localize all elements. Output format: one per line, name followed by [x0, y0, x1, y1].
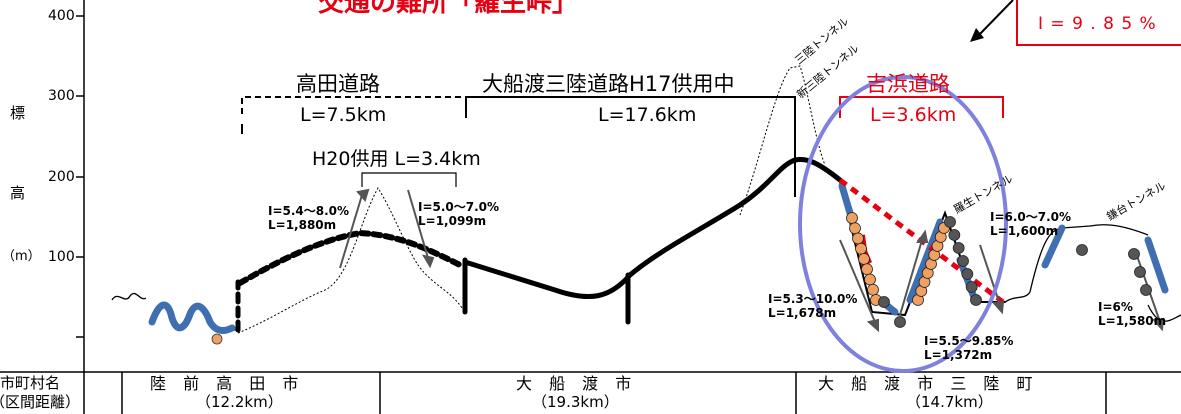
yoshihama-road-length: L=3.6km — [870, 104, 957, 126]
gray-bead — [878, 296, 890, 308]
section-name-rikuzentakata: 陸 前 高 田 市 — [150, 374, 305, 393]
grade-label-4: I=6.0～7.0% L=1,600m — [990, 210, 1072, 238]
takata-road-name: 高田道路 — [296, 72, 380, 96]
bottom-table-lines — [0, 371, 1181, 414]
focus-ellipse — [798, 75, 1008, 373]
orange-bead — [855, 242, 867, 255]
section-km-ofunato: （19.3km） — [532, 393, 619, 411]
grade-label-2: I=5.0～7.0% L=1,099m — [418, 200, 500, 228]
main-route — [235, 99, 843, 333]
terrain-line — [111, 224, 1181, 331]
h20-section-label: H20供用 L=3.4km — [312, 148, 481, 170]
gray-bead — [948, 229, 961, 241]
grade-label-6: I=6% L=1,580m — [1098, 300, 1167, 328]
grade-label-5: I=5.5～9.85% L=1,372m — [924, 334, 1014, 362]
ofunato-road-name: 大船渡三陸道路H17供用中 — [482, 72, 735, 96]
section-km-rikuzentakata: （12.2km） — [196, 393, 283, 411]
ofunato-road-length: L=17.6km — [598, 104, 697, 126]
callout-grade: I = 9 . 8 5 % — [1038, 14, 1157, 34]
section-name-ofunato: 大 船 渡 市 — [516, 374, 638, 393]
gray-bead — [1134, 266, 1146, 278]
yoshihama-road-name: 吉浜道路 — [866, 72, 950, 96]
y-axis-label-mid: 高 — [10, 184, 26, 202]
bead-markers — [846, 212, 1152, 328]
y-tick-400: 400 — [48, 8, 75, 24]
blue-wave-segment — [148, 301, 236, 334]
orange-bead — [867, 283, 879, 296]
gray-bead — [957, 255, 969, 267]
orange-marker — [211, 333, 223, 345]
orange-bead — [858, 253, 870, 265]
orange-bead — [861, 263, 873, 276]
gray-bead — [952, 242, 965, 254]
row-label-municipality: 市町村名 — [0, 374, 61, 392]
grade-arrows — [339, 188, 1165, 333]
gray-bead — [894, 316, 906, 328]
y-axis-unit: （m） — [2, 249, 41, 264]
y-tick-100: 100 — [48, 249, 75, 265]
gray-bead — [961, 268, 974, 280]
gray-bead — [1140, 284, 1152, 296]
y-axis-label-top: 標 — [10, 104, 26, 122]
grade-label-1: I=5.4～8.0% L=1,880m — [268, 204, 350, 232]
rasho-switchbacks — [838, 181, 1169, 317]
y-tick-200: 200 — [48, 169, 75, 185]
section-km-sanriku: （14.7km） — [906, 393, 993, 411]
orange-bead — [864, 273, 876, 286]
orange-bead — [846, 212, 858, 224]
y-tick-300: 300 — [48, 88, 75, 104]
takata-road-length: L=7.5km — [300, 104, 387, 126]
gray-bead — [970, 294, 982, 306]
orange-bead — [849, 222, 861, 235]
gray-bead — [1128, 248, 1140, 260]
row-label-distance: （区間距離） — [0, 393, 81, 411]
y-axis — [76, 0, 85, 372]
callout-box — [970, 0, 1181, 46]
gray-bead — [944, 216, 956, 228]
page-title: 交通の難所「羅生峠」 — [318, 0, 579, 18]
gray-bead — [965, 281, 978, 293]
orange-bead — [852, 232, 864, 245]
section-name-sanriku: 大 船 渡 市 三 陸 町 — [818, 374, 1039, 393]
old-route-dotted — [237, 65, 826, 334]
grade-label-3: I=5.3～10.0% L=1,678m — [768, 292, 858, 320]
gray-bead — [1076, 244, 1088, 256]
